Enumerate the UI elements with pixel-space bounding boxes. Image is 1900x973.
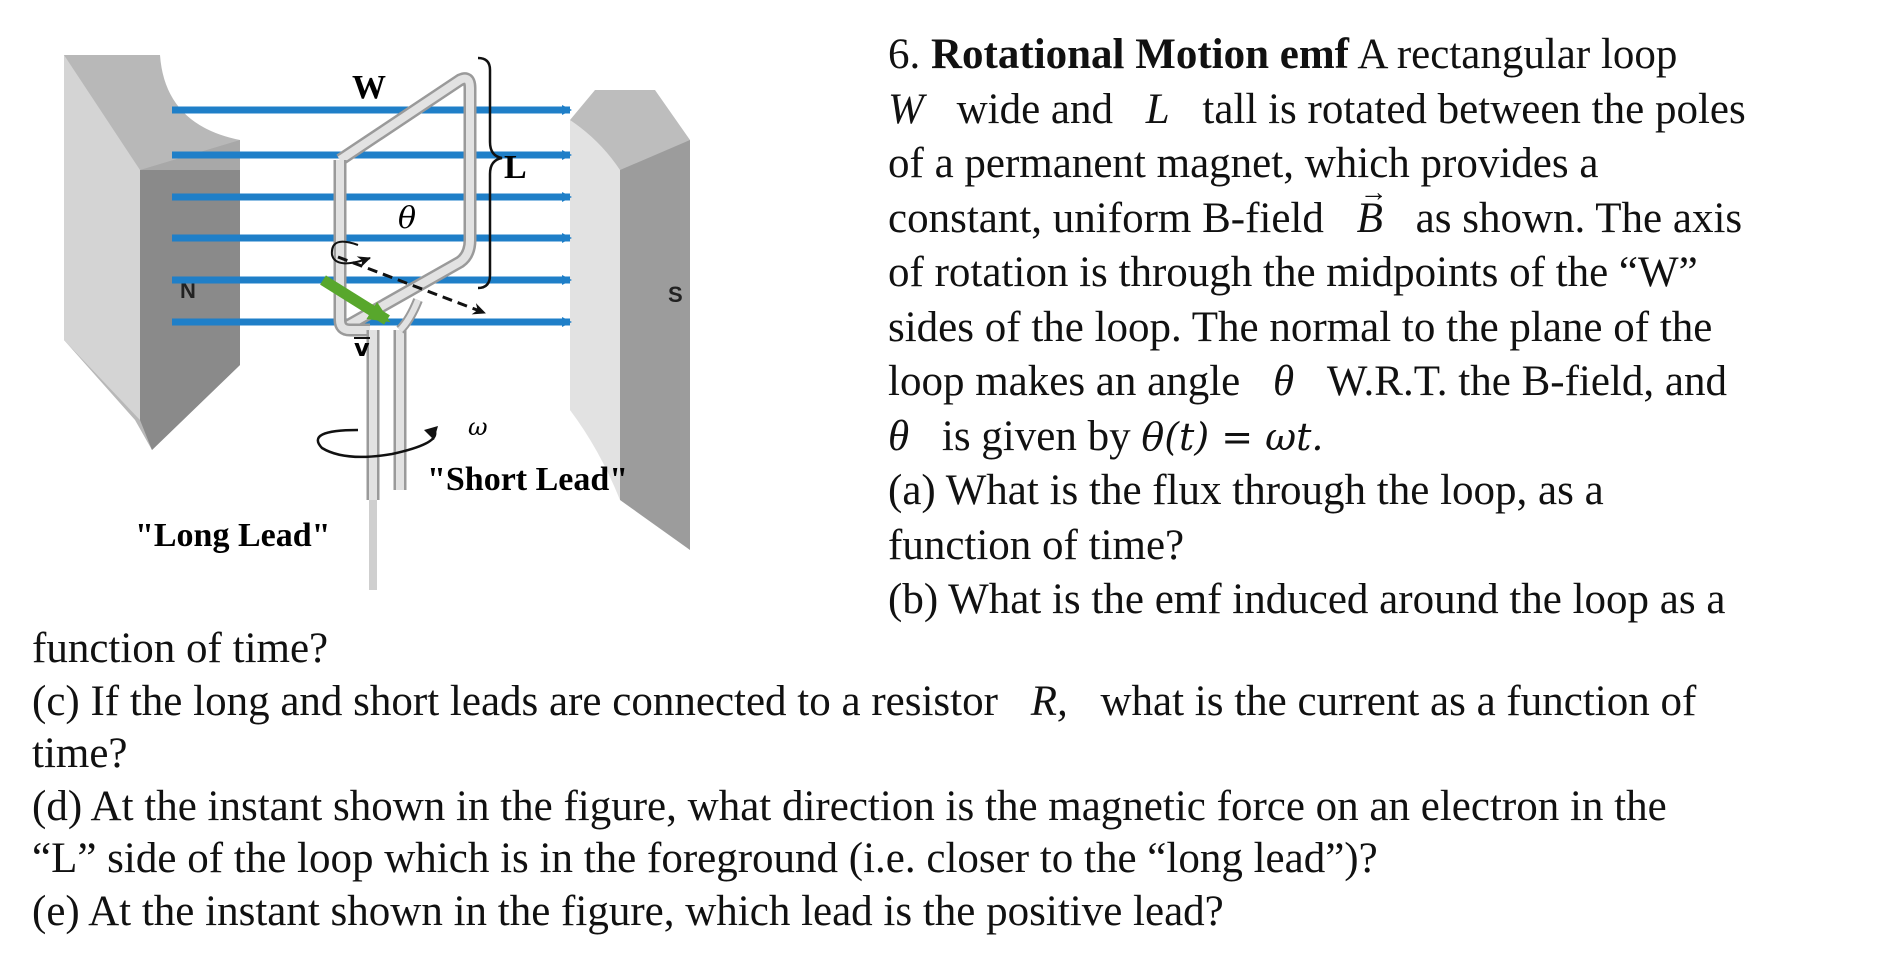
rotation-arrowhead-icon [424,426,438,440]
problem-title: Rotational Motion emf [931,31,1349,78]
intro-text: constant, uniform B-field [888,194,1324,242]
rectangular-loop [333,72,477,590]
part-b: function of time? [32,625,329,672]
intro-text: is given by [941,412,1131,460]
intro-text: of a permanent magnet, which provides a [888,140,1599,187]
rotation-arc-icon [316,428,437,459]
part-d: (d) At the instant shown in the figure, … [32,782,1667,830]
part-a: (a) What is the flux through the loop, a… [888,467,1604,514]
length-label: L [504,149,527,186]
short-lead-label: "Short Lead" [427,461,628,498]
problem-statement-continued: function of time? (c) If the long and sh… [32,623,1892,938]
theta-label: θ [398,201,416,236]
symbol-b-vector: B [1357,166,1388,247]
part-e: (e) At the instant shown in the figure, … [32,887,1224,935]
problem-number: 6. [888,31,921,78]
normal-vector-arrow [337,255,486,315]
intro-text: loop makes an angle [888,358,1241,405]
width-label: W [352,69,386,106]
intro-text: as shown. The axis [1415,194,1743,242]
north-pole-label: N [180,278,196,303]
intro-text: tall is rotated between the poles [1202,85,1746,133]
symbol-l: L [1145,85,1170,133]
part-c: time? [32,730,128,777]
south-magnet: S [570,90,690,550]
long-lead-label: "Long Lead" [135,517,331,554]
part-c: what is the current as a function of [1100,677,1697,725]
south-pole-label: S [668,282,683,307]
intro-text: sides of the loop. The normal to the pla… [888,303,1713,351]
length-bracket [477,56,503,290]
intro-text: wide and [956,85,1113,133]
symbol-r: R, [1030,677,1068,725]
part-a: function of time? [888,521,1185,569]
symbol-theta: θ [1273,358,1295,405]
part-b: (b) What is the emf induced around the l… [888,576,1726,623]
generator-figure: N S W L θ v [40,30,890,630]
part-d: “L” side of the loop which is in the for… [32,835,1378,882]
generator-diagram: N S W L θ v [64,55,690,590]
intro-text: A rectangular loop [1357,31,1678,78]
intro-text: of rotation is through the midpoints of … [888,249,1698,296]
intro-text: W.R.T. the B-field, and [1326,358,1727,405]
problem-statement: 6. Rotational Motion emf A rectangular l… [888,28,1888,628]
symbol-theta: θ [888,412,910,460]
equation: θ(t) = ωt. [1141,414,1324,459]
north-magnet: N [64,55,240,450]
symbol-w: W [888,85,924,133]
omega-label: ω [468,413,488,441]
velocity-arrow [320,275,391,325]
velocity-label: v [354,334,370,362]
angle-arc-icon [330,240,371,268]
part-c: (c) If the long and short leads are conn… [32,677,998,725]
